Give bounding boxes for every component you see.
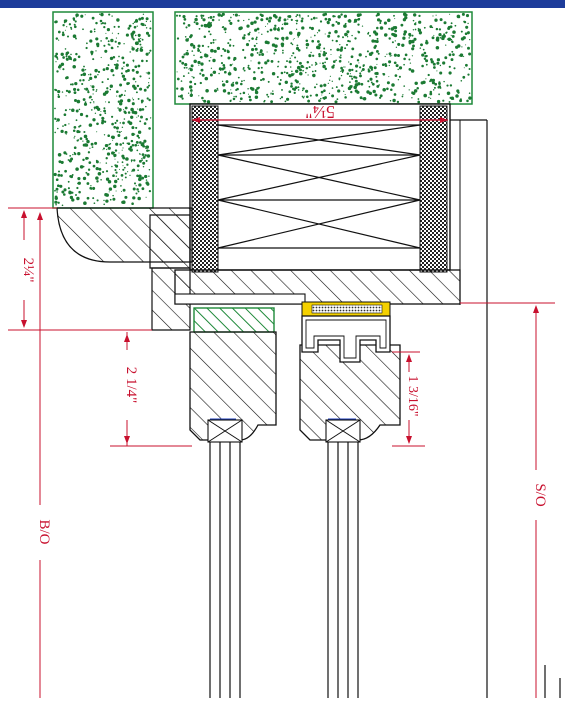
label-sash-rail: 2 1/4" [123, 367, 139, 404]
insulation-left [191, 105, 219, 273]
dim-side-opening [460, 302, 555, 698]
dim-left-drop [8, 207, 152, 331]
top-bar [0, 0, 565, 8]
label-left-drop: 2¼" [20, 258, 36, 283]
frame-right [450, 119, 488, 698]
label-bottom-opening: B/O [36, 519, 52, 544]
label-side-opening: S/O [532, 483, 548, 507]
insulation-right [419, 105, 448, 273]
head-jamb [174, 269, 461, 305]
box-header [189, 103, 451, 273]
weatherstrip-mesh [311, 304, 383, 314]
concrete-header-block [174, 11, 473, 105]
dim-bottom-opening [37, 212, 43, 698]
dim-glass-offset [392, 351, 425, 447]
dim-sash-rail [110, 332, 192, 447]
label-header-width: 5¼" [305, 102, 335, 122]
track-extrusion [301, 301, 391, 363]
left-trim [56, 207, 193, 331]
glazing-right [325, 419, 361, 698]
stop-bead [193, 307, 275, 333]
dim-header-width [192, 117, 448, 123]
concrete-left-block [52, 11, 154, 209]
glazing-left [207, 419, 243, 698]
label-glass-offset: 1 3/16" [405, 375, 420, 416]
